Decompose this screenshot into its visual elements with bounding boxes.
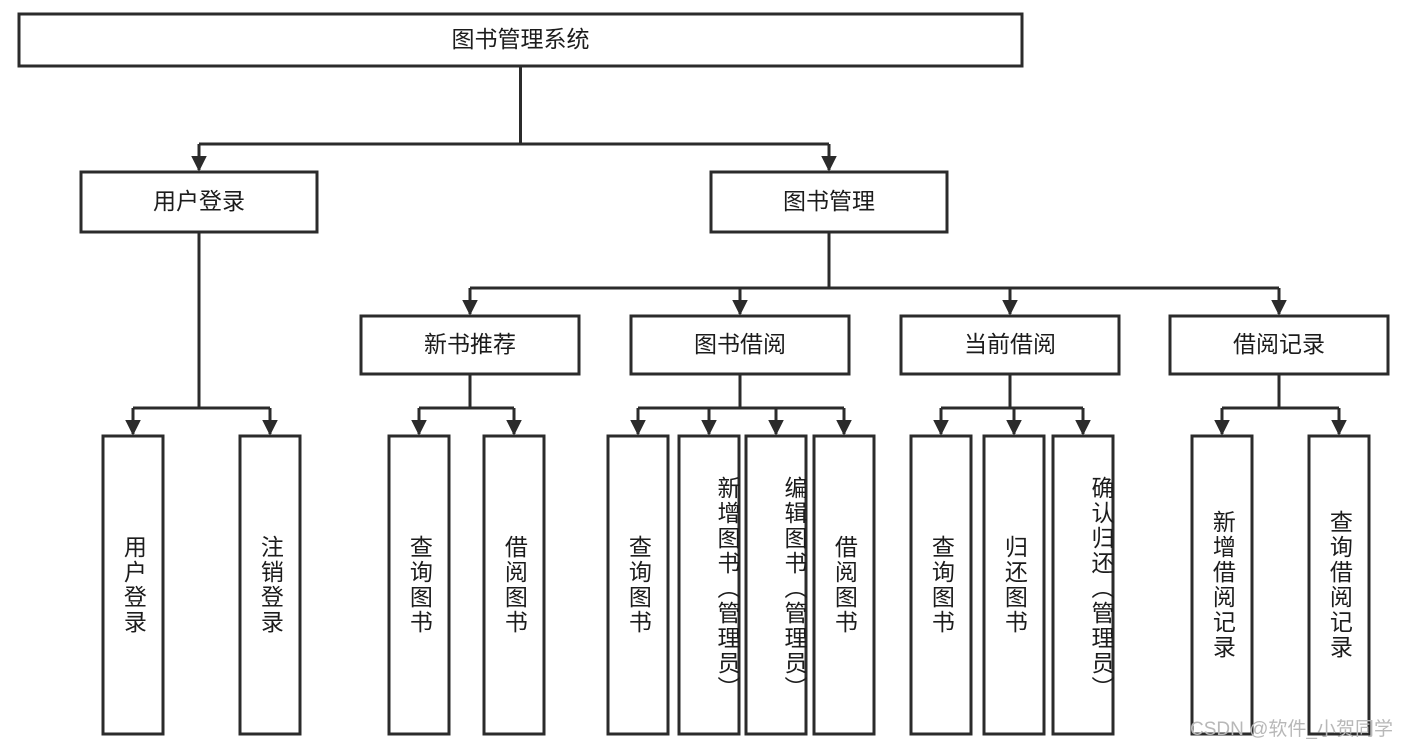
node-current-borrow[interactable]: 当前借阅 bbox=[899, 314, 1121, 376]
node-box-leaf-query-book-2[interactable] bbox=[606, 434, 670, 736]
connector-group-root bbox=[191, 66, 837, 172]
node-box-leaf-confirm-return[interactable] bbox=[1051, 434, 1115, 736]
node-label-book-borrow: 图书借阅 bbox=[694, 331, 786, 357]
connector-layer bbox=[125, 66, 1347, 436]
node-new-book-recommend[interactable]: 新书推荐 bbox=[359, 314, 581, 376]
node-box-leaf-query-book-3[interactable] bbox=[909, 434, 973, 736]
node-label-user-login: 用户登录 bbox=[153, 188, 245, 214]
node-box-new-book-recommend[interactable] bbox=[359, 314, 581, 376]
node-book-management[interactable]: 图书管理 bbox=[709, 170, 949, 234]
node-box-leaf-return-book[interactable] bbox=[982, 434, 1046, 736]
connector-group-user-login bbox=[125, 232, 278, 436]
node-box-leaf-user-login[interactable] bbox=[101, 434, 165, 736]
node-borrow-record[interactable]: 借阅记录 bbox=[1168, 314, 1390, 376]
node-box-book-management[interactable] bbox=[709, 170, 949, 234]
connector-group-new-book-recommend bbox=[411, 374, 522, 436]
node-user-login[interactable]: 用户登录 bbox=[79, 170, 319, 234]
node-label-current-borrow: 当前借阅 bbox=[964, 331, 1056, 357]
node-box-leaf-logout[interactable] bbox=[238, 434, 302, 736]
node-box-leaf-query-record[interactable] bbox=[1307, 434, 1371, 736]
node-box-borrow-record[interactable] bbox=[1168, 314, 1390, 376]
node-box-user-login[interactable] bbox=[79, 170, 319, 234]
connector-group-book-borrow bbox=[630, 374, 852, 436]
node-label-new-book-recommend: 新书推荐 bbox=[424, 331, 516, 357]
node-box-leaf-add-book[interactable] bbox=[677, 434, 741, 736]
node-box-book-borrow[interactable] bbox=[629, 314, 851, 376]
node-label-book-management: 图书管理 bbox=[783, 188, 875, 214]
node-label-borrow-record: 借阅记录 bbox=[1233, 331, 1325, 357]
node-box-leaf-add-record[interactable] bbox=[1190, 434, 1254, 736]
node-box-leaf-edit-book[interactable] bbox=[744, 434, 808, 736]
connector-group-current-borrow bbox=[933, 374, 1091, 436]
connector-group-book-management bbox=[462, 232, 1287, 316]
node-box-root[interactable] bbox=[17, 12, 1024, 68]
node-box-leaf-borrow-book-1[interactable] bbox=[482, 434, 546, 736]
node-box-leaf-query-book-1[interactable] bbox=[387, 434, 451, 736]
connector-group-borrow-record bbox=[1214, 374, 1347, 436]
node-root[interactable]: 图书管理系统 bbox=[17, 12, 1024, 68]
watermark: CSDN @软件_小贺同学 bbox=[1190, 719, 1393, 740]
node-label-root: 图书管理系统 bbox=[452, 26, 590, 52]
node-box-current-borrow[interactable] bbox=[899, 314, 1121, 376]
node-box-leaf-borrow-book-2[interactable] bbox=[812, 434, 876, 736]
node-book-borrow[interactable]: 图书借阅 bbox=[629, 314, 851, 376]
